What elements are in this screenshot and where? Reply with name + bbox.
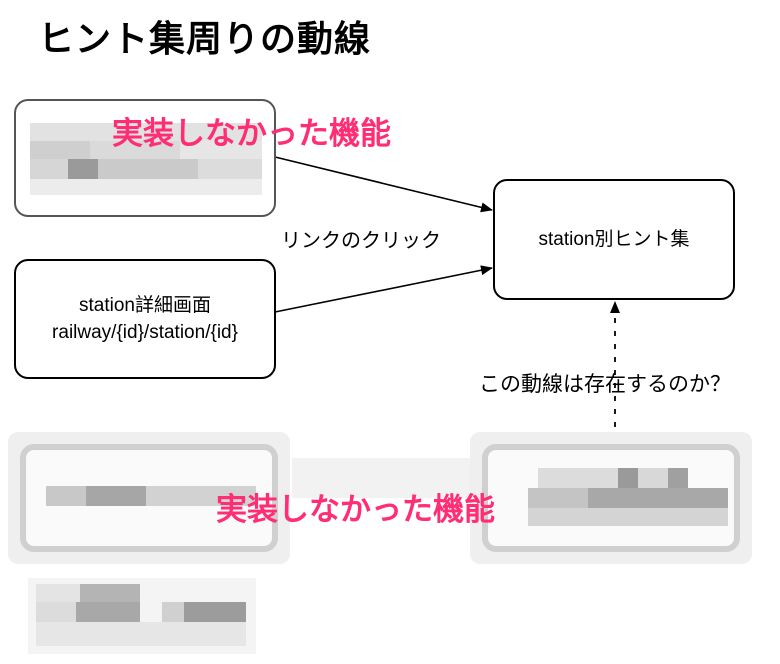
redacted-block <box>98 159 198 179</box>
annotation-bottom: 実装しなかった機能 <box>216 492 495 528</box>
redacted-block <box>36 602 76 622</box>
arrow-top-to-hints <box>274 156 493 213</box>
redacted-block <box>538 468 618 488</box>
edge-label-question: この動線は存在するのか？ <box>479 373 731 396</box>
redacted-block <box>198 159 262 179</box>
redacted-block <box>68 159 98 179</box>
redacted-block <box>638 468 668 488</box>
redacted-block <box>30 159 68 179</box>
redacted-block <box>46 486 86 506</box>
redacted-block <box>162 602 184 622</box>
redacted-block <box>80 584 140 602</box>
node-station-detail: station詳細画面 railway/{id}/station/{id} <box>14 259 276 379</box>
redacted-block <box>184 602 246 622</box>
redacted-connector <box>292 458 474 498</box>
node-station-hints-label: station別ヒント集 <box>538 229 690 250</box>
redacted-block <box>86 486 146 506</box>
arrow-detail-to-hints <box>274 265 493 313</box>
redacted-block <box>668 468 688 488</box>
node-station-detail-line2: railway/{id}/station/{id} <box>52 322 238 343</box>
unimplemented-box-bottom-right <box>482 444 740 552</box>
redacted-block <box>36 622 246 646</box>
unimplemented-box-bottom-left <box>20 444 278 552</box>
redacted-block <box>30 141 90 159</box>
edge-label-link-click: リンクのクリック <box>281 230 441 252</box>
redacted-block <box>528 488 588 508</box>
redacted-block <box>76 602 140 622</box>
redacted-block <box>528 508 728 526</box>
redacted-block <box>30 179 262 195</box>
node-station-hints: station別ヒント集 <box>493 179 735 300</box>
redacted-block <box>180 141 262 159</box>
annotation-top: 実装しなかった機能 <box>112 116 391 152</box>
redacted-block <box>30 123 262 141</box>
redacted-block <box>90 141 180 159</box>
redacted-block <box>588 488 728 508</box>
node-station-detail-line1: station詳細画面 <box>79 295 211 316</box>
unimplemented-box-top <box>14 99 276 217</box>
redacted-block <box>618 468 638 488</box>
redacted-block <box>146 486 256 506</box>
page-title: ヒント集周りの動線 <box>38 19 372 60</box>
redacted-block <box>36 584 80 602</box>
